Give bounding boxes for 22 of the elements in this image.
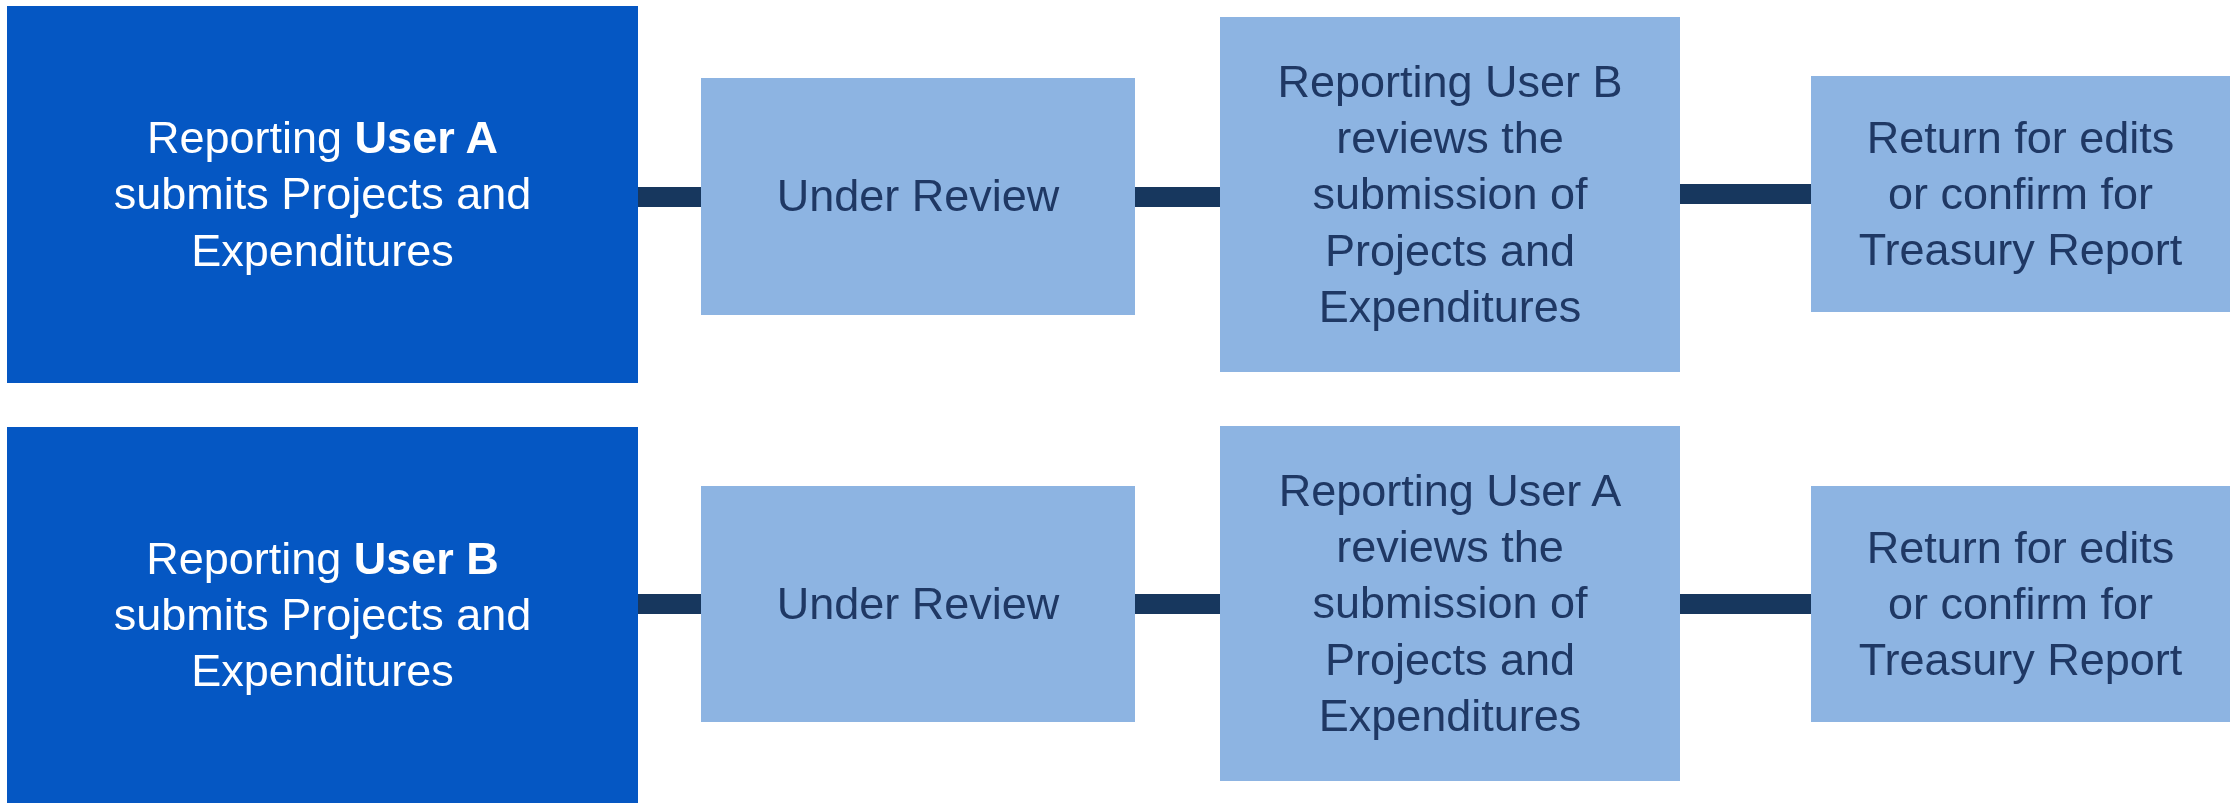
box-text: Reporting User A reviews the submission of Projects and Expenditures: [1277, 463, 1623, 743]
box-text: Reporting User B submits Projects and Expenditures: [112, 531, 533, 699]
connector-line: [1680, 594, 1811, 614]
process-box: [7, 427, 638, 803]
box-text: Under Review: [776, 169, 1060, 224]
box-text: Reporting User B reviews the submission of Projects and Expenditures: [1276, 54, 1624, 334]
process-box: [1811, 76, 2230, 312]
connector-line: [1135, 594, 1220, 614]
process-box: [701, 486, 1135, 722]
connector-line: [638, 594, 701, 614]
process-box: [701, 78, 1135, 315]
process-box: [1220, 426, 1680, 781]
box-text: Reporting User A submits Projects and Expenditures: [112, 111, 533, 278]
connector-line: [638, 187, 701, 207]
box-text: Return for edits or confirm for Treasury Report: [1857, 520, 2184, 688]
process-box: [7, 6, 638, 383]
box-text: Under Review: [776, 576, 1060, 631]
connector-line: [1135, 187, 1220, 207]
process-box: [1220, 17, 1680, 372]
connector-line: [1680, 184, 1811, 204]
process-box: [1811, 486, 2230, 722]
box-text: Return for edits or confirm for Treasury Report: [1857, 110, 2184, 278]
